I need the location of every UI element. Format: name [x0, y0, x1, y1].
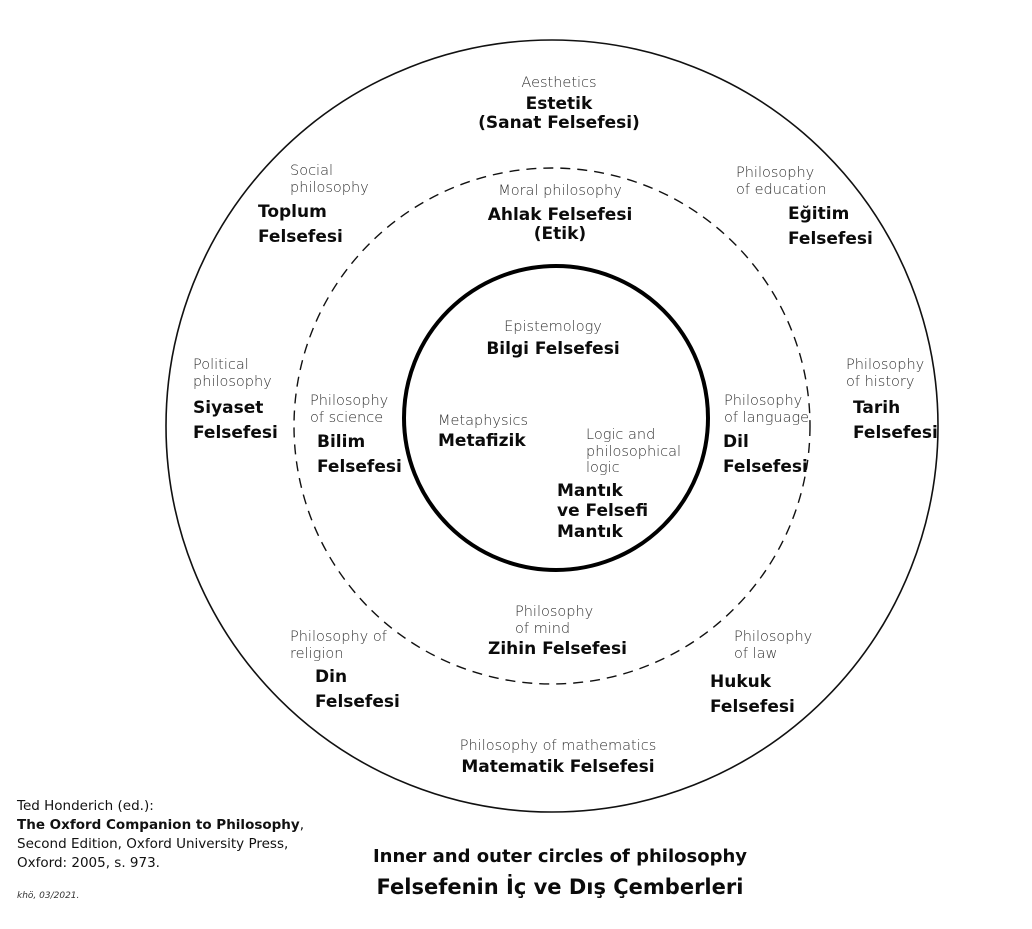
area-science-en-1: Philosophy	[310, 393, 389, 409]
area-law-tr-1: Hukuk	[710, 672, 772, 693]
area-moral: Moral philosophy Ahlak Felsefesi (Etik)	[460, 183, 660, 245]
area-education-en-1: Philosophy	[736, 165, 815, 181]
area-language-tr-1: Dil	[723, 432, 749, 453]
area-aesthetics-en: Aesthetics	[521, 75, 597, 91]
area-political-tr-2: Felsefesi	[193, 422, 278, 443]
area-logic-en-3: logic	[586, 460, 620, 477]
area-logic-tr-3: Mantık	[557, 521, 623, 542]
area-religion-en-1: Philosophy of	[290, 629, 387, 645]
area-mathematics: Philosophy of mathematics Matematik Fels…	[408, 738, 708, 777]
area-religion-en-2: religion	[290, 645, 344, 662]
area-aesthetics-tr-2: (Sanat Felsefesi)	[478, 113, 640, 134]
area-mind-en-1: Philosophy	[515, 604, 594, 620]
citation-publisher: Second Edition, Oxford University Press,	[17, 835, 289, 852]
area-language-en-2: of language	[724, 409, 810, 426]
area-law-en-1: Philosophy	[734, 629, 813, 645]
area-mind: Philosophy of mind Zihin Felsefesi	[488, 604, 627, 660]
inner-circle	[402, 264, 710, 572]
area-logic-en-1: Logic and	[586, 427, 656, 443]
caption-english: Inner and outer circles of philosophy	[372, 846, 748, 867]
area-political-en-2: philosophy	[193, 373, 272, 390]
citation-book-suffix: ,	[299, 816, 305, 833]
area-moral-tr-1: Ahlak Felsefesi	[487, 204, 633, 225]
area-science-tr-1: Bilim	[317, 432, 366, 453]
area-social-tr-2: Felsefesi	[258, 226, 343, 247]
citation-editor: Ted Honderich (ed.):	[17, 798, 154, 814]
outer-circle	[165, 39, 939, 813]
area-religion-tr-1: Din	[315, 667, 348, 688]
area-social-en-1: Social	[290, 163, 333, 179]
area-history-en-2: of history	[846, 373, 915, 390]
middle-dashed-circle	[293, 167, 811, 685]
area-metaphysics-tr: Metafizik	[438, 430, 526, 451]
area-language-en-1: Philosophy	[724, 393, 803, 409]
area-law-tr-2: Felsefesi	[710, 696, 795, 717]
area-mind-tr: Zihin Felsefesi	[488, 639, 627, 660]
area-science-en-2: of science	[310, 409, 384, 426]
area-moral-en: Moral philosophy	[498, 183, 622, 199]
area-epistemology-en: Epistemology	[504, 319, 602, 335]
area-language: Philosophy of language Dil Felsefesi	[723, 393, 810, 480]
area-social-en-2: philosophy	[290, 179, 369, 196]
area-epistemology: Epistemology Bilgi Felsefesi	[453, 319, 653, 359]
author-credit: khö, 03/2021.	[17, 891, 80, 901]
area-language-tr-2: Felsefesi	[723, 456, 808, 477]
area-science-tr-2: Felsefesi	[317, 456, 402, 477]
area-aesthetics: Aesthetics Estetik (Sanat Felsefesi)	[459, 75, 659, 134]
area-religion-tr-2: Felsefesi	[315, 691, 400, 712]
area-history-tr-1: Tarih	[853, 398, 901, 419]
area-metaphysics: Metaphysics Metafizik	[438, 413, 528, 451]
area-mathematics-en: Philosophy of mathematics	[459, 738, 657, 754]
caption-turkish: Felsefenin İç ve Dış Çemberleri	[376, 875, 744, 899]
area-education-en-2: of education	[736, 181, 827, 198]
area-religion: Philosophy of religion Din Felsefesi	[290, 629, 400, 715]
area-political-tr-1: Siyaset	[193, 398, 264, 419]
area-mind-en-2: of mind	[515, 620, 571, 637]
area-education-tr-2: Felsefesi	[788, 228, 873, 249]
area-social-tr-1: Toplum	[258, 202, 327, 223]
area-law: Philosophy of law Hukuk Felsefesi	[710, 629, 813, 720]
area-political-en-1: Political	[193, 357, 249, 373]
area-metaphysics-en: Metaphysics	[438, 413, 529, 429]
area-epistemology-tr: Bilgi Felsefesi	[486, 338, 620, 359]
area-logic-tr-2: ve Felsefi	[557, 501, 649, 522]
area-law-en-2: of law	[734, 645, 778, 662]
area-education-tr-1: Eğitim	[788, 204, 850, 225]
area-history-en-1: Philosophy	[846, 357, 925, 373]
citation-book-title: The Oxford Companion to Philosophy	[17, 816, 300, 833]
area-science: Philosophy of science Bilim Felsefesi	[310, 393, 402, 480]
area-logic: Logic and philosophical logic Mantık ve …	[557, 427, 682, 542]
area-moral-tr-2: (Etik)	[533, 224, 587, 245]
area-social: Social philosophy Toplum Felsefesi	[258, 163, 369, 250]
area-mathematics-tr: Matematik Felsefesi	[461, 756, 655, 777]
citation: Ted Honderich (ed.): The Oxford Companio…	[17, 797, 304, 873]
area-logic-en-2: philosophical	[586, 443, 682, 460]
area-aesthetics-tr-1: Estetik	[525, 93, 593, 114]
area-education: Philosophy of education Eğitim Felsefesi	[736, 165, 873, 252]
citation-place-year: Oxford: 2005, s. 973.	[17, 854, 160, 871]
area-political: Political philosophy Siyaset Felsefesi	[193, 357, 278, 446]
diagram-caption: Inner and outer circles of philosophy Fe…	[300, 846, 820, 899]
area-logic-tr-1: Mantık	[557, 481, 623, 502]
area-history-tr-2: Felsefesi	[853, 422, 938, 443]
area-history: Philosophy of history Tarih Felsefesi	[846, 357, 938, 446]
